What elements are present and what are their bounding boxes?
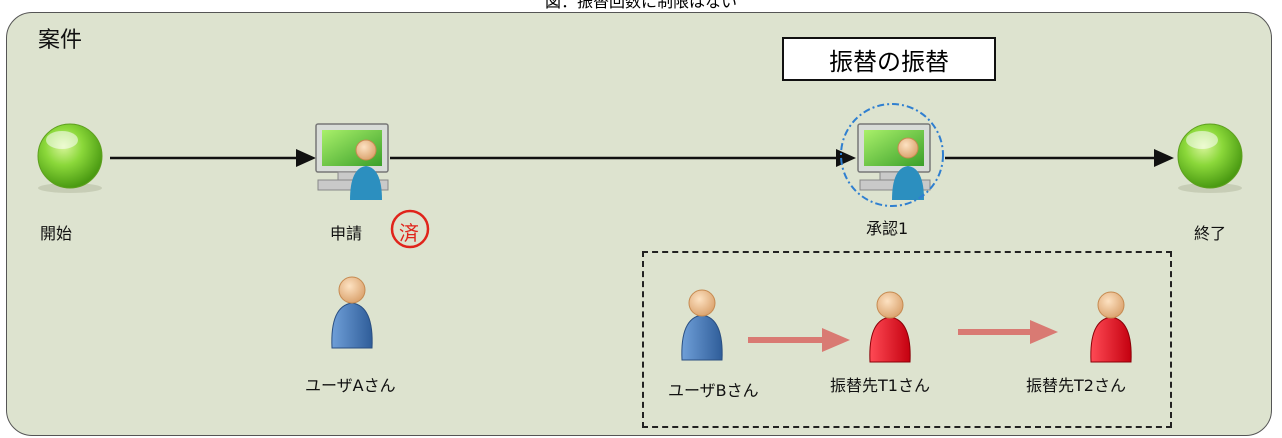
t2-user-label: 振替先T2さん	[1026, 376, 1126, 395]
start-label: 開始	[40, 224, 73, 243]
approve-highlight-circle	[840, 103, 944, 207]
transfer-arrow-t1-to-t2	[958, 320, 1058, 344]
t1-user-label: 振替先T1さん	[830, 376, 930, 395]
user-b-label: ユーザBさん	[668, 381, 759, 400]
apply-task-icon	[315, 123, 389, 200]
done-stamp-label: 済	[399, 221, 419, 245]
apply-label: 申請	[330, 224, 363, 243]
approve-task-icon	[857, 123, 931, 200]
done-stamp-circle	[390, 209, 430, 249]
flow-arrow-start-to-apply	[110, 149, 316, 167]
transfer-header-box: 振替の振替	[782, 37, 996, 81]
end-label: 終了	[1194, 224, 1227, 243]
user-b-icon	[681, 289, 723, 361]
user-a-icon	[331, 276, 373, 349]
figure-caption: 図：振替回数に制限はない	[544, 0, 737, 11]
flow-arrow-apply-to-approve	[390, 149, 856, 167]
t2-user-icon	[1090, 291, 1132, 363]
user-a-label: ユーザAさん	[305, 376, 396, 395]
end-node-icon	[1177, 123, 1243, 193]
transfer-chain-box	[642, 251, 1172, 428]
flow-arrow-approve-to-end	[945, 149, 1174, 167]
start-node-icon	[37, 123, 103, 193]
panel-title: 案件	[38, 28, 83, 53]
case-panel	[6, 12, 1272, 436]
t1-user-icon	[869, 291, 911, 363]
approve-label: 承認1	[866, 219, 909, 238]
transfer-arrow-b-to-t1	[748, 328, 850, 352]
